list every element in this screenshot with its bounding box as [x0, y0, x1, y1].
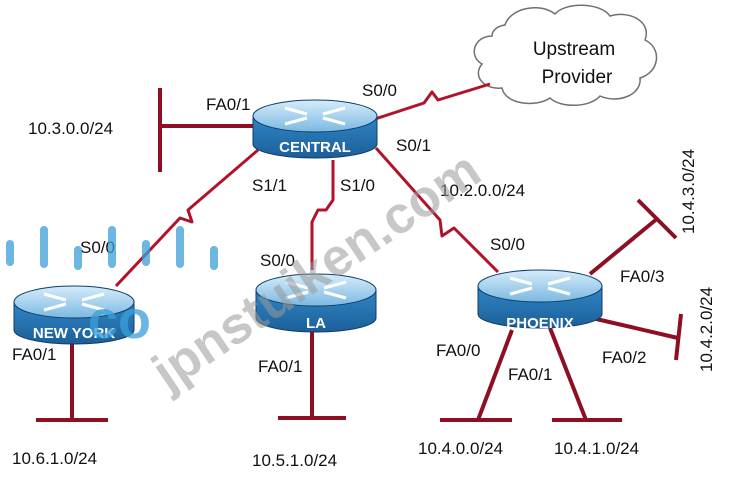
upstream-provider-cloud: Upstream Provider: [473, 4, 658, 106]
if-phx-fa01: FA0/1: [508, 365, 552, 384]
lan-10-6-1: [36, 344, 108, 422]
lan-10-4-1: [548, 327, 622, 422]
net-10-5-1: 10.5.1.0/24: [252, 451, 337, 470]
serial-link-central-upstream: [371, 82, 491, 122]
lan-10-3-0: [158, 88, 258, 172]
if-central-s10: S1/0: [340, 176, 375, 195]
router-la-label: LA: [306, 315, 326, 332]
net-10-4-0: 10.4.0.0/24: [418, 439, 503, 458]
router-arrows-icon: [285, 280, 347, 300]
router-phoenix-label: PHOENIX: [506, 315, 574, 332]
lan-10-4-2: [591, 313, 683, 361]
cisco-watermark-text: co: [88, 290, 151, 350]
if-phx-fa03: FA0/3: [620, 267, 664, 286]
serial-link-central-newyork: [114, 148, 259, 288]
if-central-s00: S0/0: [362, 81, 397, 100]
cloud-label-line2: Provider: [542, 67, 613, 88]
if-central-fa01: FA0/1: [206, 95, 250, 114]
router-newyork[interactable]: NEW YORK: [13, 285, 135, 345]
if-phx-fa02: FA0/2: [602, 348, 646, 367]
lan-10-4-3: [588, 198, 678, 276]
serial-link-central-la: [310, 160, 335, 270]
lan-10-5-1: [278, 332, 346, 420]
router-central[interactable]: CENTRAL: [252, 99, 378, 159]
router-central-label: CENTRAL: [279, 139, 351, 156]
if-ny-fa01: FA0/1: [12, 345, 56, 364]
if-phx-fa00: FA0/0: [436, 341, 480, 360]
net-10-4-2: 10.4.2.0/24: [697, 287, 716, 372]
if-ny-s00: S0/0: [80, 238, 115, 257]
router-la[interactable]: LA: [255, 273, 377, 333]
if-la-s00: S0/0: [260, 251, 295, 270]
router-arrows-icon: [284, 106, 346, 126]
cloud-label-line1: Upstream: [533, 39, 615, 60]
router-newyork-label: NEW YORK: [33, 325, 115, 342]
serial-link-central-phoenix: [374, 147, 500, 274]
net-10-4-3: 10.4.3.0/24: [679, 149, 698, 234]
if-la-fa01: FA0/1: [258, 357, 302, 376]
router-phoenix[interactable]: PHOENIX: [477, 269, 603, 332]
if-central-s11: S1/1: [252, 176, 287, 195]
net-10-4-1: 10.4.1.0/24: [554, 439, 639, 458]
router-arrows-icon: [509, 276, 571, 296]
site-watermark: jpnstuiken.com: [141, 141, 490, 403]
if-central-s01: S0/1: [396, 136, 431, 155]
cisco-watermark-bars: [6, 226, 218, 270]
if-phx-s00: S0/0: [490, 235, 525, 254]
net-10-2-0: 10.2.0.0/24: [440, 181, 525, 200]
net-10-6-1: 10.6.1.0/24: [12, 449, 97, 468]
net-10-3-0: 10.3.0.0/24: [28, 119, 113, 138]
router-arrows-icon: [43, 292, 105, 312]
lan-10-4-0: [440, 329, 514, 422]
